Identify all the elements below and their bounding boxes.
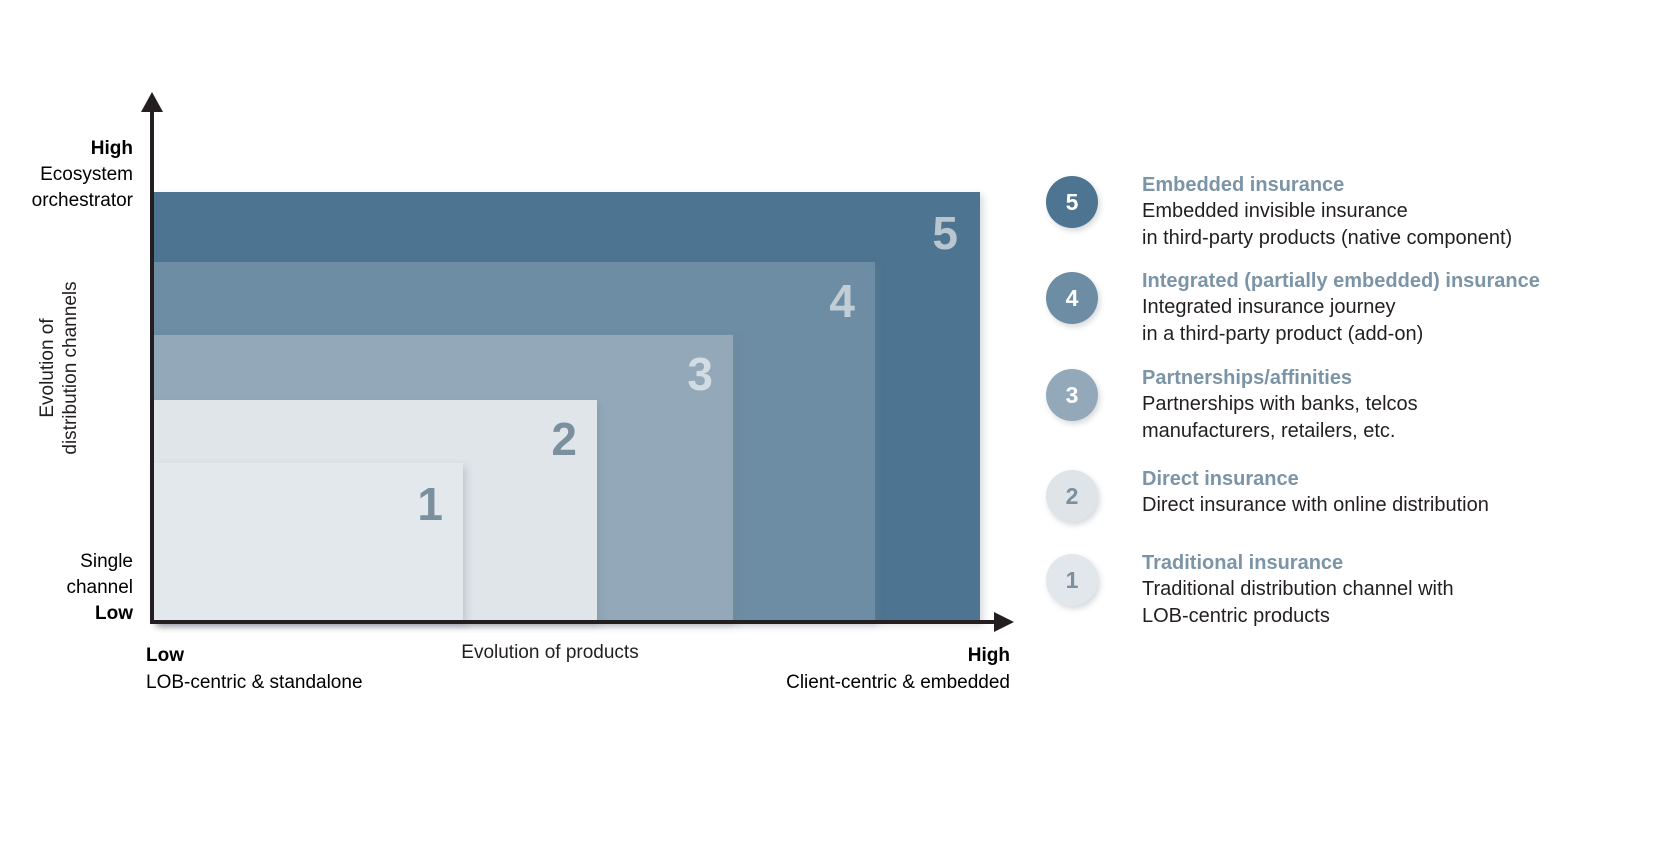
x-axis-high-bold: High (967, 645, 1010, 666)
y-axis-high-desc-line1: Ecosystem (40, 164, 133, 185)
legend-badge-number-3: 3 (1065, 381, 1079, 408)
y-axis-title-line2: distribution channels (60, 281, 81, 455)
legend-title-5: Embedded insurance (1142, 174, 1345, 196)
x-axis-line (150, 620, 998, 624)
legend-desc-4-line2: in a third-party product (add-on) (1142, 323, 1424, 345)
legend-badge-number-5: 5 (1065, 188, 1079, 215)
x-axis-low-desc: LOB-centric & standalone (146, 672, 363, 693)
legend-title-4: Integrated (partially embedded) insuranc… (1142, 270, 1540, 292)
x-axis-title: Evolution of products (461, 642, 639, 663)
legend-desc-4-line1: Integrated insurance journey (1142, 296, 1396, 318)
legend-body-5: Embedded insurance Embedded invisible in… (1142, 172, 1676, 252)
legend-body-1: Traditional insurance Traditional distri… (1142, 550, 1676, 630)
legend-badge-2: 2 (1046, 470, 1098, 522)
legend-desc-2-line1: Direct insurance with online distributio… (1142, 494, 1489, 516)
x-axis-high-desc: Client-centric & embedded (786, 672, 1010, 693)
step-number-5: 5 (932, 207, 958, 259)
legend-body-2: Direct insurance Direct insurance with o… (1142, 466, 1676, 519)
y-axis-high-bold: High (90, 138, 133, 159)
legend-badge-number-4: 4 (1065, 284, 1079, 311)
y-axis-low-desc-line1: Single (80, 551, 133, 572)
y-axis-low-desc-line2: channel (66, 577, 133, 598)
legend-badge-1: 1 (1046, 554, 1098, 606)
y-axis-arrow-icon (141, 92, 163, 112)
step-number-2: 2 (551, 413, 577, 465)
legend-badge-number-2: 2 (1065, 482, 1079, 509)
legend-desc-1-line1: Traditional distribution channel with (1142, 578, 1454, 600)
x-axis-high-label: High Client-centric & embedded (660, 642, 1010, 696)
legend-desc-3-line1: Partnerships with banks, telcos (1142, 393, 1418, 415)
legend-desc-1-line2: LOB-centric products (1142, 605, 1330, 627)
legend-badge-3: 3 (1046, 369, 1098, 421)
step-chart: 5 4 3 2 1 High Ecosystem orchestrator Si… (0, 92, 1014, 696)
x-axis-low-bold: Low (146, 645, 184, 666)
y-axis-high-label: High Ecosystem orchestrator (0, 136, 133, 214)
step-number-3: 3 (687, 348, 713, 400)
legend-title-2: Direct insurance (1142, 468, 1299, 490)
legend-body-3: Partnerships/affinities Partnerships wit… (1142, 365, 1676, 445)
y-axis-title-line1: Evolution of (37, 318, 58, 418)
legend-badge-number-1: 1 (1065, 566, 1079, 593)
step-number-1: 1 (417, 478, 443, 530)
x-axis-low-label: Low LOB-centric & standalone (146, 642, 363, 696)
legend-badge-5: 5 (1046, 176, 1098, 228)
y-axis-line (150, 108, 154, 624)
y-axis-title: Evolution of distribution channels (36, 223, 82, 513)
step-block-1: 1 (154, 463, 463, 622)
legend-title-3: Partnerships/affinities (1142, 367, 1353, 389)
x-axis-arrow-icon (994, 612, 1014, 632)
legend-desc-5-line1: Embedded invisible insurance (1142, 200, 1408, 222)
legend-title-1: Traditional insurance (1142, 552, 1344, 574)
y-axis-low-label: Single channel Low (0, 549, 133, 627)
y-axis-high-desc-line2: orchestrator (31, 190, 133, 211)
step-number-4: 4 (829, 275, 855, 327)
legend-body-4: Integrated (partially embedded) insuranc… (1142, 268, 1676, 348)
legend-desc-3-line2: manufacturers, retailers, etc. (1142, 420, 1396, 442)
legend-desc-5-line2: in third-party products (native componen… (1142, 227, 1513, 249)
legend-badge-4: 4 (1046, 272, 1098, 324)
y-axis-low-bold: Low (95, 603, 133, 624)
